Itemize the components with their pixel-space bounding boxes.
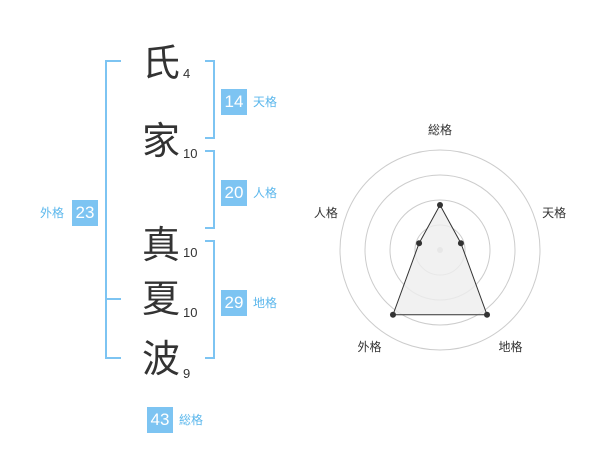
chikaku-value: 29 (221, 290, 247, 316)
radar-grid-ring (364, 174, 516, 326)
jinkaku-bracket (205, 150, 215, 229)
radar-axis-label-4: 外格 (357, 339, 381, 354)
radar-point-4 (389, 311, 396, 318)
radar-axis-label-3: 地格 (498, 339, 522, 354)
radar-axis-label-2: 天格 (542, 205, 566, 220)
radar-value-polygon (392, 203, 488, 316)
name-char-4: 夏 (141, 277, 180, 321)
tenkaku-value: 14 (221, 89, 247, 115)
name-char-5: 波 (141, 337, 180, 381)
chikaku-label: 地格 (253, 296, 278, 310)
soukaku-value: 43 (147, 407, 173, 433)
jinkaku-value: 20 (221, 180, 247, 206)
radar-point-2 (457, 240, 464, 247)
soukaku-label: 総格 (179, 413, 204, 427)
radar-point-1 (437, 202, 443, 208)
tenkaku-bracket (205, 60, 215, 139)
tenkaku-label: 天格 (253, 95, 278, 109)
radar-axis-label-1: 総格 (428, 122, 452, 137)
radar-point-3 (484, 311, 491, 318)
stroke-count-5: 9 (183, 366, 191, 381)
stroke-count-2: 10 (183, 146, 198, 161)
radar-axis-label-5: 人格 (314, 205, 338, 220)
radar-point-5 (416, 240, 423, 247)
stroke-count-1: 4 (183, 66, 191, 81)
jinkaku-label: 人格 (253, 186, 278, 200)
gaikaku-value: 23 (72, 200, 98, 226)
name-char-2: 家 (141, 119, 180, 163)
gaikaku-label: 外格 (40, 206, 65, 220)
stroke-count-4: 10 (183, 305, 198, 320)
chikaku-bracket (205, 240, 215, 359)
gaikaku-bracket (105, 60, 121, 359)
stroke-count-3: 10 (183, 245, 198, 260)
radar-grid-ring (339, 149, 541, 351)
name-char-3: 真 (141, 223, 180, 267)
name-char-1: 氏 (141, 41, 180, 85)
gaikaku-bracket-tick (105, 298, 121, 300)
